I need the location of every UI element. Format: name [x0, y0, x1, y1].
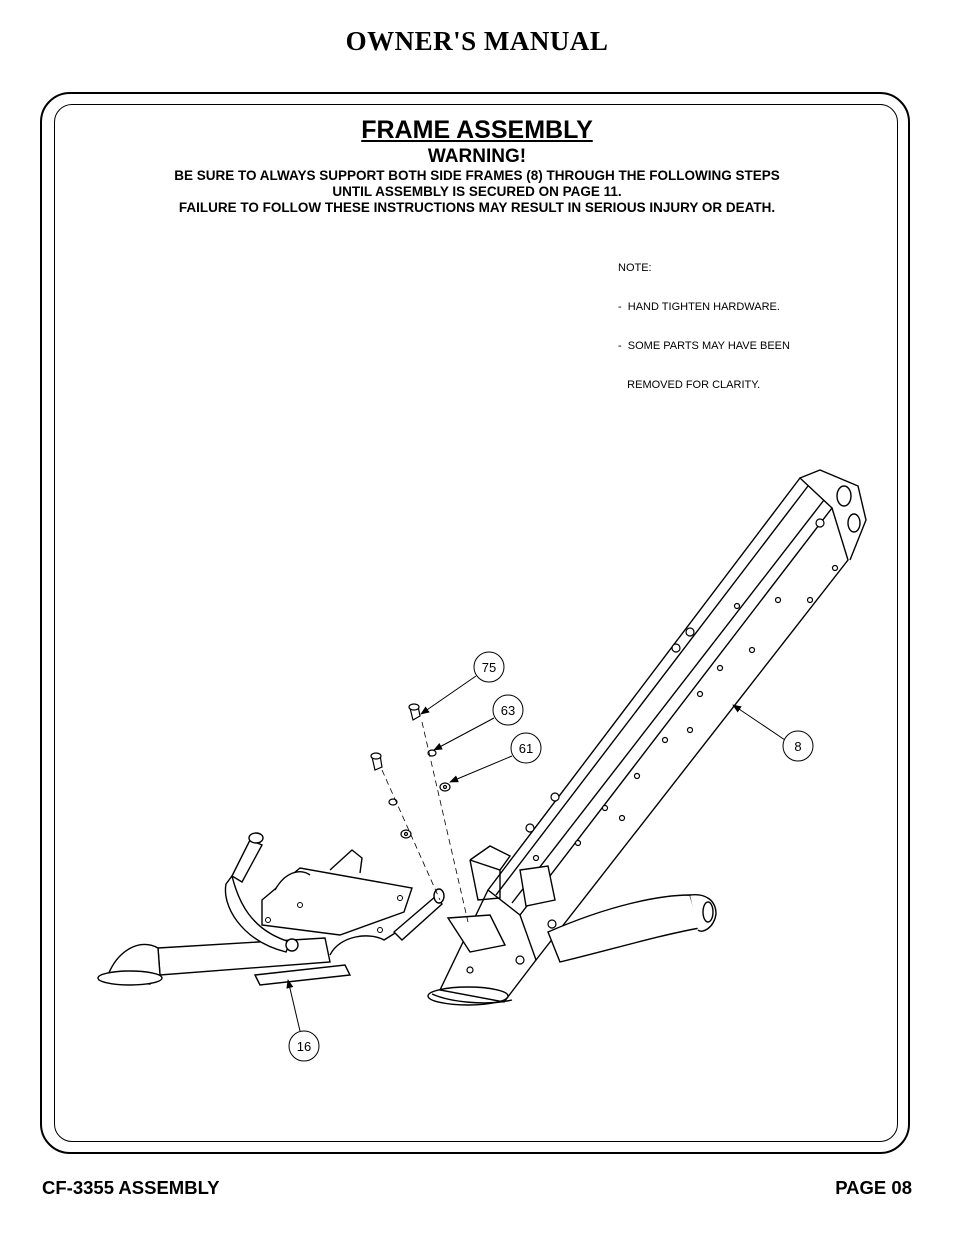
assembly-centerlines [381, 721, 469, 923]
rear-leg [547, 893, 717, 963]
warning-line-2: UNTIL ASSEMBLY IS SECURED ON PAGE 11. [332, 184, 622, 199]
base-holes [265, 895, 403, 933]
inner-frame [54, 104, 898, 1142]
warning-line-3: FAILURE TO FOLLOW THESE INSTRUCTIONS MAY… [178, 200, 776, 215]
svg-text:8: 8 [794, 739, 801, 754]
frame-holes [466, 518, 839, 974]
callout-8: 8 [782, 730, 814, 762]
note-line-3: - SOME PARTS MAY HAVE BEEN [618, 340, 790, 352]
side-frame [427, 469, 867, 1006]
svg-text:16: 16 [297, 1039, 311, 1054]
manual-title: OWNER'S MANUAL [345, 26, 609, 56]
assembly-note: NOTE: - HAND TIGHTEN HARDWARE. - SOME PA… [618, 236, 790, 405]
hardware-set-1 [408, 703, 451, 792]
footer-page-number: PAGE 08 [835, 1177, 912, 1198]
outer-frame [40, 92, 910, 1154]
callout-leaders [286, 675, 786, 1032]
svg-text:75: 75 [482, 660, 496, 675]
svg-text:61: 61 [519, 741, 533, 756]
note-line-1: NOTE: [618, 262, 652, 274]
note-line-2: - HAND TIGHTEN HARDWARE. [618, 301, 780, 313]
footer-model: CF-3355 ASSEMBLY [42, 1177, 220, 1198]
hardware-set-2 [370, 752, 412, 839]
note-line-4: REMOVED FOR CLARITY. [618, 379, 761, 391]
front-base-frame [97, 832, 507, 986]
callout-75: 75 [473, 651, 505, 683]
warning-line-1: BE SURE TO ALWAYS SUPPORT BOTH SIDE FRAM… [174, 168, 780, 183]
callout-16: 16 [288, 1030, 320, 1062]
callout-63: 63 [492, 694, 524, 726]
callout-61: 61 [510, 732, 542, 764]
svg-text:63: 63 [501, 703, 515, 718]
warning-title: WARNING! [427, 146, 527, 167]
section-title: FRAME ASSEMBLY [361, 116, 593, 144]
